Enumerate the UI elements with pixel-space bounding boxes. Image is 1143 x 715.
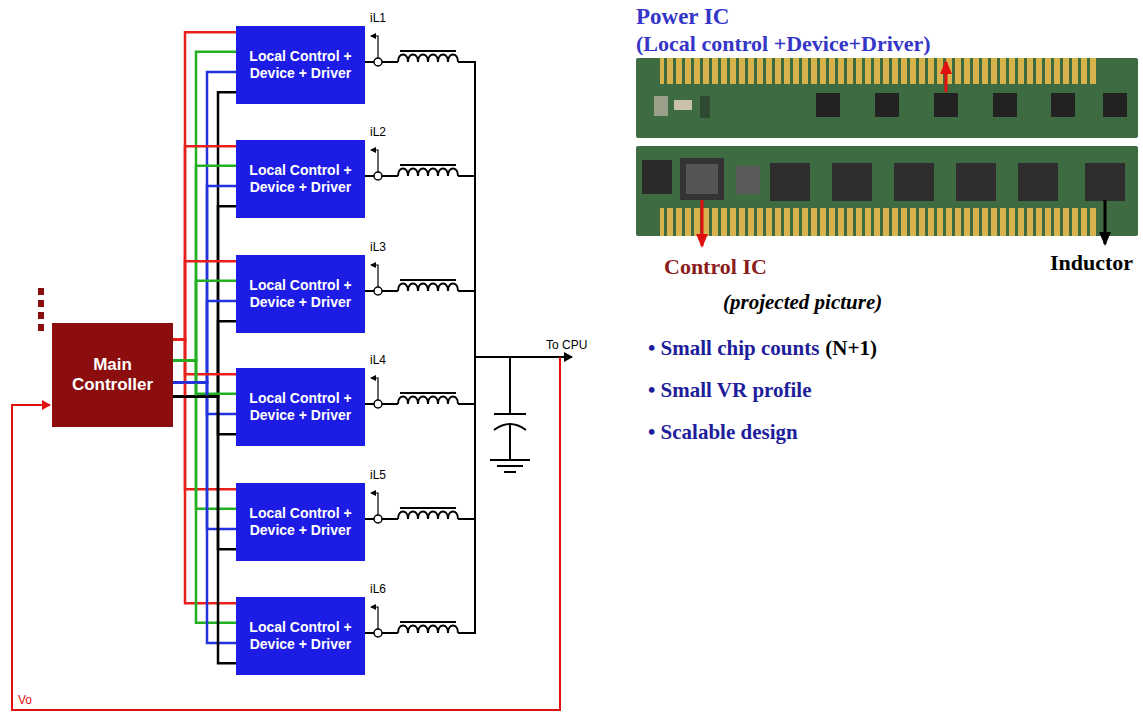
current-label: iL5 <box>370 468 386 482</box>
bus-line <box>173 360 236 622</box>
box-label: Local Control + Device + Driver <box>248 390 353 424</box>
current-label: iL3 <box>370 240 386 254</box>
output-line <box>475 356 572 358</box>
bus-line <box>173 397 236 663</box>
bus-line <box>173 397 236 434</box>
board-photo <box>636 58 1138 236</box>
box-label: Local Control + Device + Driver <box>248 277 353 311</box>
box-label: Local Control + Device + Driver <box>248 505 353 539</box>
power-stage-box: Local Control + Device + Driver <box>236 26 365 104</box>
bus-line <box>173 340 236 604</box>
bus-connector <box>173 32 236 397</box>
callout-title: Power IC <box>636 4 729 30</box>
callout-title: Inductor <box>1050 250 1133 276</box>
box-label: Local Control + Device + Driver <box>248 48 353 82</box>
bus-line <box>173 321 236 397</box>
box-label: Local Control + Device + Driver <box>248 619 353 653</box>
power-stage-box: Local Control + Device + Driver <box>236 483 365 561</box>
box-label: Main Controller <box>58 355 167 395</box>
bus-connector <box>173 340 236 435</box>
bus-line <box>173 186 236 382</box>
power-stage-box: Local Control + Device + Driver <box>236 255 365 333</box>
output-label: To CPU <box>546 338 587 352</box>
current-label: iL1 <box>370 11 386 25</box>
output-inductor <box>365 493 476 523</box>
bus-line <box>173 206 236 397</box>
box-label: Local Control + Device + Driver <box>248 162 353 196</box>
bus-line <box>173 397 236 549</box>
dashed-stub <box>38 288 44 334</box>
bus-line <box>173 72 236 382</box>
callout-subtitle: (Local control +Device+Driver) <box>636 31 931 57</box>
output-inductor <box>365 150 476 180</box>
bus-line <box>173 382 236 643</box>
bus-line <box>173 301 236 382</box>
bullet-item: • Scalable design <box>648 420 798 445</box>
output-inductor <box>365 36 476 66</box>
bullet-item: • Small chip counts <box>648 336 819 361</box>
output-inductor <box>365 378 476 408</box>
bullet-item: • Small VR profile <box>648 378 812 403</box>
power-stage-box: Local Control + Device + Driver <box>236 368 365 446</box>
bus-line <box>173 92 236 397</box>
bus-connector <box>173 340 236 550</box>
bus-line <box>173 146 236 339</box>
photo-note: (projected picture) <box>723 290 882 315</box>
leader-arrow <box>701 200 704 246</box>
bus-connector <box>173 261 236 397</box>
power-stage-box: Local Control + Device + Driver <box>236 597 365 675</box>
signal-label: Vo <box>18 693 32 707</box>
controller-box: Main Controller <box>52 323 173 427</box>
leader-arrow <box>1104 200 1107 244</box>
bus-line <box>173 382 236 529</box>
output-inductor <box>365 265 476 295</box>
callout-title: Control IC <box>664 254 767 280</box>
output-node <box>474 62 476 633</box>
bus-line <box>173 382 236 414</box>
bus-line <box>173 340 236 490</box>
capacitor-symbol <box>490 357 530 472</box>
current-label: iL2 <box>370 125 386 139</box>
bus-connector <box>173 340 236 664</box>
power-stage-box: Local Control + Device + Driver <box>236 140 365 218</box>
leader-arrow <box>945 62 948 92</box>
bus-line <box>173 360 236 393</box>
output-inductor <box>365 607 476 637</box>
bullet-note: (N+1) <box>825 336 877 361</box>
current-label: iL6 <box>370 582 386 596</box>
bus-line <box>173 340 236 375</box>
bus-line <box>173 166 236 361</box>
current-label: iL4 <box>370 353 386 367</box>
